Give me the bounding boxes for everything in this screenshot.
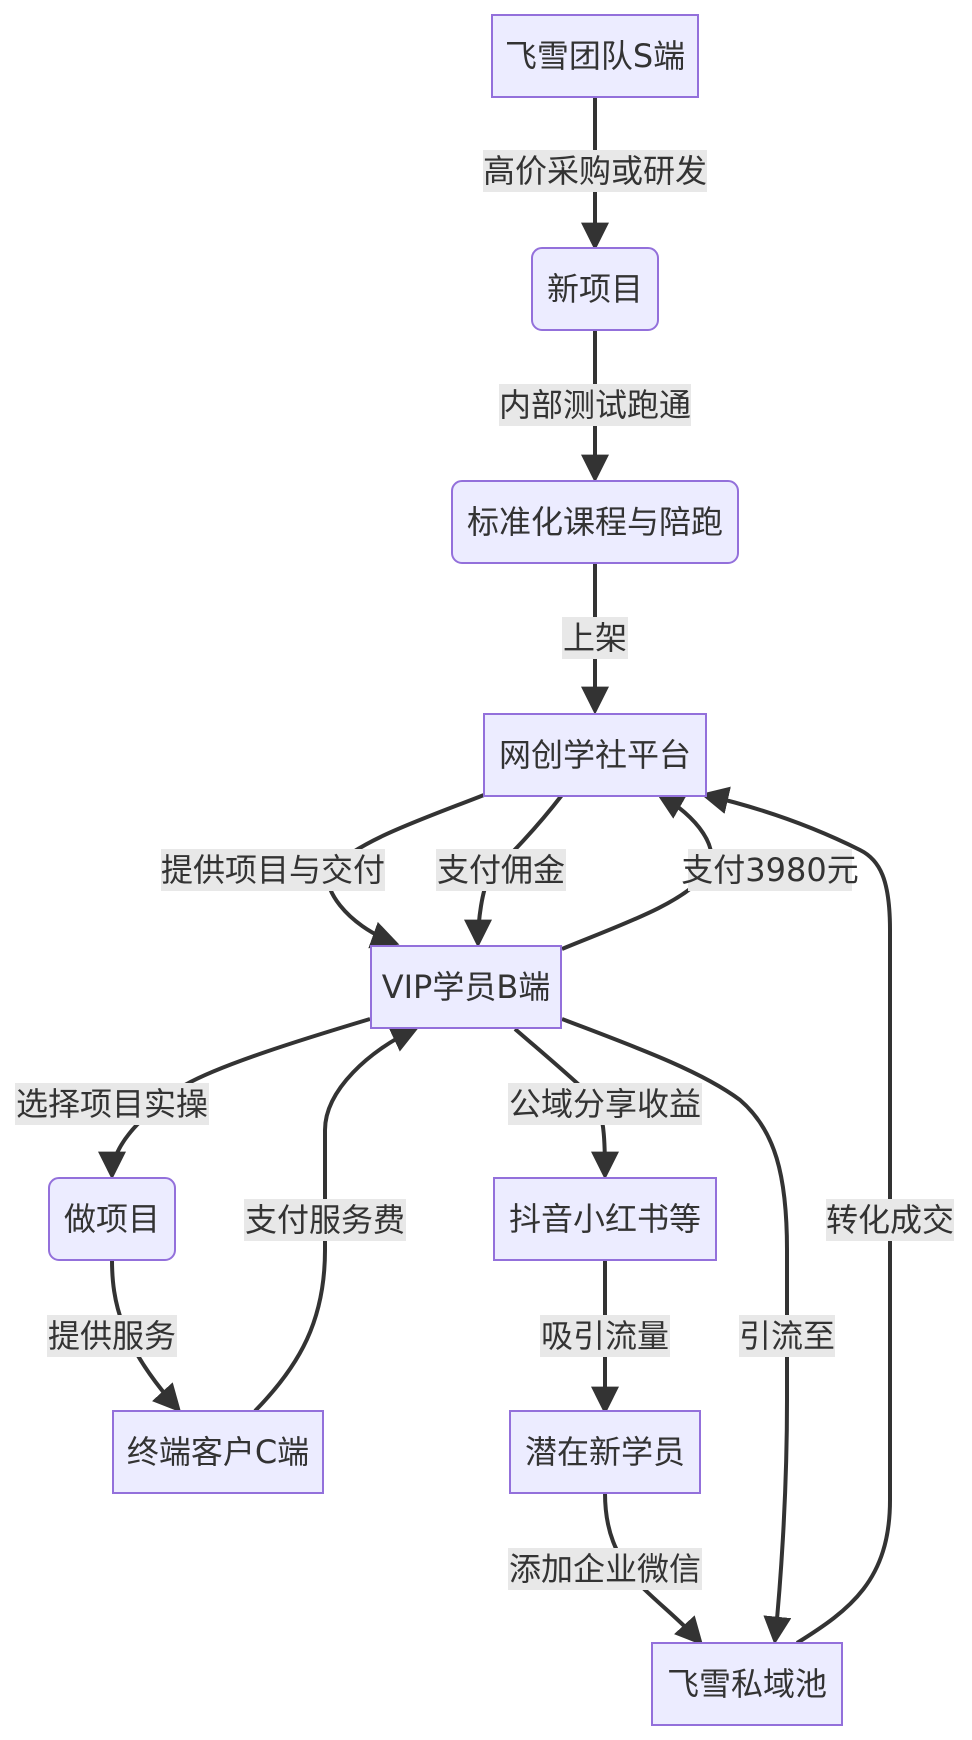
node-end-customer: 终端客户C端 (112, 1410, 324, 1494)
edge-label-provide-project: 提供项目与交付 (161, 849, 385, 891)
node-team-s: 飞雪团队S端 (491, 14, 699, 98)
node-new-project: 新项目 (531, 247, 659, 331)
node-platform: 网创学社平台 (483, 713, 707, 797)
node-douyin-label: 抖音小红书等 (509, 1200, 701, 1238)
edge-label-pay-service: 支付服务费 (244, 1199, 406, 1241)
edge-vip-to-doproject (98, 1017, 371, 1180)
edge-label-redirect-text: 引流至 (739, 1317, 835, 1355)
edge-label-provide-project-text: 提供项目与交付 (161, 851, 385, 889)
edge-label-convert: 转化成交 (826, 1199, 954, 1241)
edge-private-to-platform (700, 786, 892, 1645)
edge-label-provide-service-text: 提供服务 (48, 1317, 176, 1355)
edge-label-attract: 吸引流量 (540, 1315, 670, 1357)
node-team-s-label: 飞雪团队S端 (505, 37, 685, 75)
edge-label-attract-text: 吸引流量 (541, 1317, 669, 1355)
edge-endcustomer-to-vip (253, 1026, 420, 1413)
node-douyin: 抖音小红书等 (493, 1177, 717, 1261)
edge-label-add-wechat: 添加企业微信 (508, 1548, 702, 1590)
edge-label-test-text: 内部测试跑通 (499, 386, 691, 424)
edge-label-public-share: 公域分享收益 (508, 1083, 702, 1125)
node-private-pool-label: 飞雪私域池 (667, 1665, 827, 1703)
node-do-project-label: 做项目 (64, 1200, 160, 1238)
edge-label-test: 内部测试跑通 (499, 384, 691, 426)
node-new-project-label: 新项目 (547, 270, 643, 308)
edge-label-purchase: 高价采购或研发 (483, 150, 707, 192)
edge-label-convert-text: 转化成交 (826, 1201, 954, 1239)
edge-label-choose-project: 选择项目实操 (15, 1083, 209, 1125)
edge-label-provide-service: 提供服务 (47, 1315, 177, 1357)
edge-label-public-share-text: 公域分享收益 (509, 1085, 701, 1123)
edge-label-listing-text: 上架 (563, 619, 627, 657)
node-end-customer-label: 终端客户C端 (127, 1433, 309, 1471)
edge-label-choose-project-text: 选择项目实操 (16, 1085, 208, 1123)
node-vip: VIP学员B端 (370, 945, 562, 1029)
edge-label-commission-text: 支付佣金 (437, 851, 565, 889)
edge-label-pay3980: 支付3980元 (681, 849, 859, 891)
edge-label-redirect: 引流至 (739, 1315, 835, 1357)
edge-label-pay3980-text: 支付3980元 (681, 851, 858, 889)
edge-label-commission: 支付佣金 (436, 849, 566, 891)
node-do-project: 做项目 (48, 1177, 176, 1261)
node-potential: 潜在新学员 (509, 1410, 701, 1494)
edge-label-listing: 上架 (562, 617, 628, 659)
edge-label-purchase-text: 高价采购或研发 (483, 152, 707, 190)
edge-vip-to-private (561, 1017, 792, 1645)
edge-label-add-wechat-text: 添加企业微信 (509, 1550, 701, 1588)
node-vip-label: VIP学员B端 (382, 968, 551, 1006)
node-std-course: 标准化课程与陪跑 (451, 480, 739, 564)
node-std-course-label: 标准化课程与陪跑 (467, 503, 723, 541)
node-platform-label: 网创学社平台 (499, 736, 691, 774)
node-private-pool: 飞雪私域池 (651, 1642, 843, 1726)
node-potential-label: 潜在新学员 (525, 1433, 685, 1471)
edge-label-pay-service-text: 支付服务费 (245, 1201, 405, 1239)
